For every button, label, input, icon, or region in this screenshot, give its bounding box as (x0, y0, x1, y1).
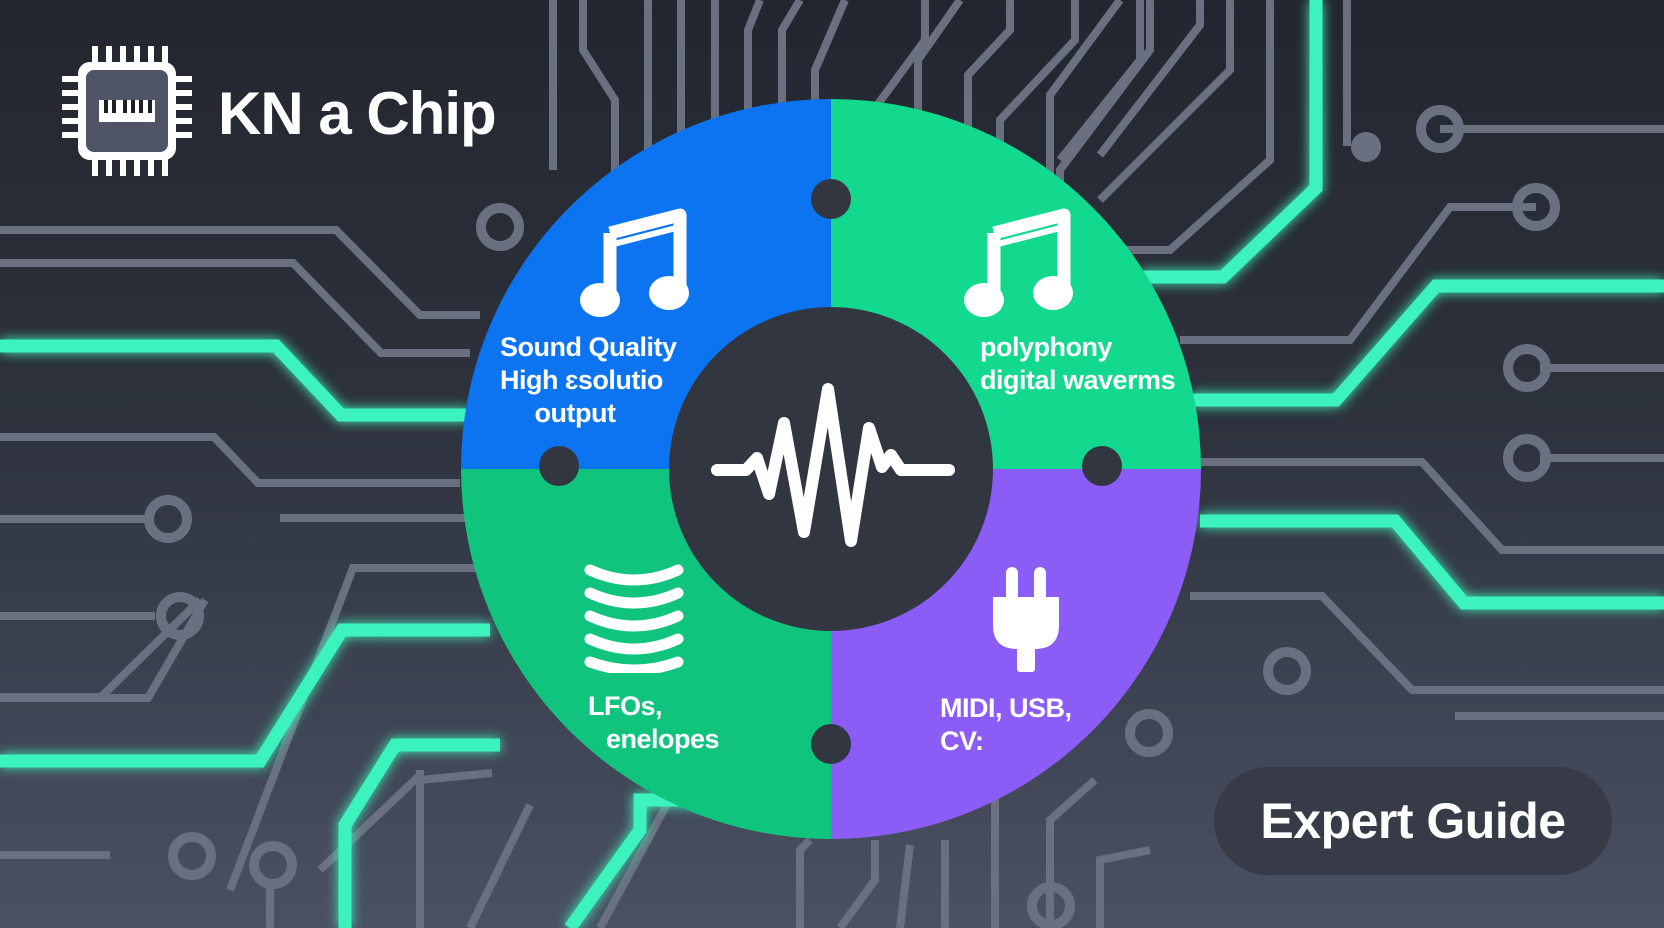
segment-label-polyphony: polyphony digital waverms (980, 331, 1176, 397)
divider-dot-right (1082, 446, 1122, 486)
brand-header: KN a Chip (62, 45, 497, 181)
label-line: High ɛsolutio (500, 365, 663, 395)
waveform-icon (711, 383, 955, 547)
label-line: MIDI, USB, (940, 693, 1072, 723)
center-hub (669, 307, 993, 631)
segment-label-modulation: LFOs, enelopes (588, 690, 720, 756)
brand-title: KN a Chip (218, 79, 497, 147)
envelope-chevrons-icon (584, 558, 684, 678)
music-note-icon (964, 205, 1074, 325)
chip-with-piano-keys-icon (62, 45, 192, 181)
segment-label-connectivity: MIDI, USB, CV: (940, 692, 1072, 758)
divider-dot-left (539, 446, 579, 486)
label-line: LFOs, (588, 691, 663, 721)
label-line: Sound Quality (500, 332, 677, 362)
divider-dot-top (811, 179, 851, 219)
label-line: digital waverms (980, 365, 1176, 395)
label-line: output (534, 398, 616, 428)
plug-icon (993, 567, 1059, 677)
label-line: enelopes (606, 724, 720, 754)
label-line: polyphony (980, 332, 1113, 362)
segment-label-sound-quality: Sound Quality High ɛsolutio output (500, 331, 690, 430)
feature-wheel (461, 99, 1201, 839)
label-line: CV: (940, 726, 984, 756)
music-note-icon (580, 205, 690, 325)
divider-dot-bottom (811, 724, 851, 764)
expert-guide-button[interactable]: Expert Guide (1214, 767, 1612, 875)
